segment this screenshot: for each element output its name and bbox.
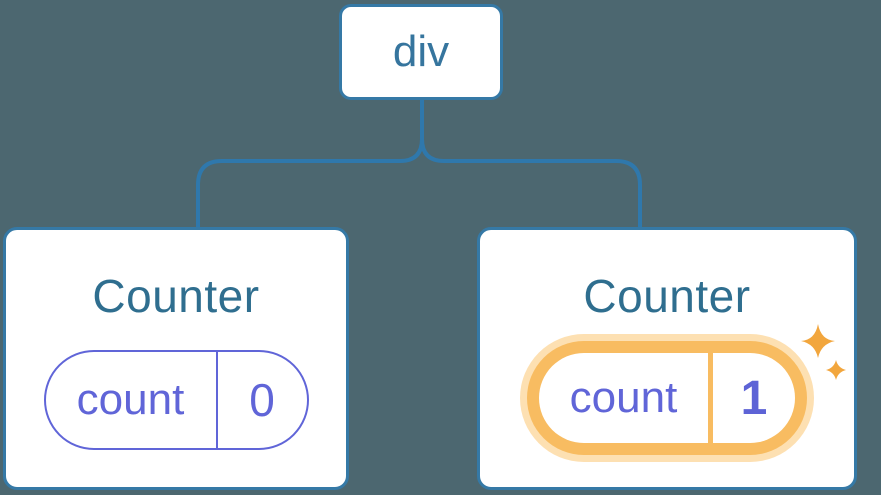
root-node-label: div [392, 27, 450, 76]
state-name-label: count [46, 352, 218, 448]
state-pill: count 0 [43, 350, 309, 450]
state-value: 1 [740, 371, 768, 425]
state-name-label: count [539, 353, 713, 443]
state-pill-highlight-ring: count 1 [527, 341, 807, 455]
sparkle-icon-large [801, 324, 835, 358]
sparkle-icon-small [826, 360, 846, 380]
counter-card-left: Counter count 0 [3, 227, 349, 490]
component-title: Counter [92, 270, 260, 322]
state-value: 0 [249, 374, 275, 426]
state-pill-highlight-glow: count 1 [520, 334, 814, 462]
connector-left-branch [196, 138, 424, 228]
state-pill: count 1 [539, 353, 795, 443]
root-node-div: div [339, 4, 503, 100]
counter-card-right: Counter count 1 [477, 227, 857, 490]
component-title: Counter [583, 270, 751, 322]
connector-right-branch [420, 138, 642, 228]
